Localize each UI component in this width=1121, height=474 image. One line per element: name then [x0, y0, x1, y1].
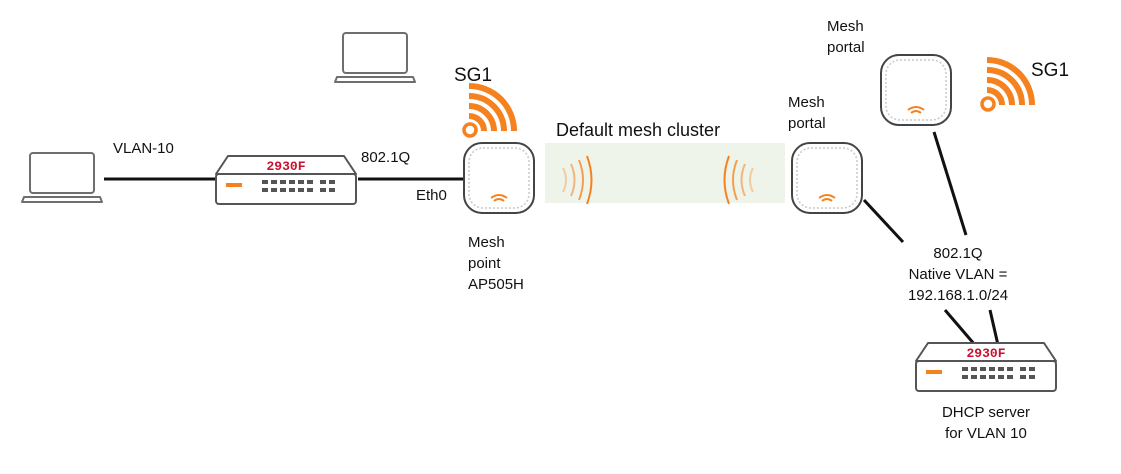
label-mesh-point-2: point: [468, 255, 501, 272]
label-dhcp-2: for VLAN 10: [945, 425, 1027, 442]
line-native-left: [943, 309, 977, 346]
wifi-icon-left: [464, 86, 514, 136]
switch-right: 2930F: [915, 342, 1057, 392]
switch-right-model: 2930F: [966, 346, 1005, 361]
label-8021q-left: 802.1Q: [361, 149, 410, 166]
access-point-icon-mesh-point: [463, 142, 535, 214]
label-portal-mid-2: portal: [788, 115, 826, 132]
switch-left-model: 2930F: [266, 159, 305, 174]
label-sg1-left: SG1: [454, 65, 492, 86]
line-native-right: [988, 309, 1000, 346]
label-portal-mid-1: Mesh: [788, 94, 825, 111]
label-portal-top-1: Mesh: [827, 18, 864, 35]
line-portal-mid-to-switch: [862, 198, 905, 244]
laptop-icon-top: [334, 32, 416, 83]
line-portal-top-to-switch: [932, 131, 968, 236]
label-subnet: 192.168.1.0/24: [908, 287, 1008, 304]
label-sg1-right: SG1: [1031, 60, 1069, 81]
wifi-icon-right: [982, 60, 1032, 110]
mesh-signal-left-icon: [723, 155, 754, 205]
label-8021q-right: 802.1Q: [933, 245, 982, 262]
label-eth0: Eth0: [416, 187, 447, 204]
mesh-signal-right-icon: [562, 155, 593, 205]
label-native-vlan: Native VLAN =: [909, 266, 1008, 283]
mesh-cluster-band: [545, 143, 785, 203]
label-mesh-point-1: Mesh: [468, 234, 505, 251]
switch-left: 2930F: [215, 155, 357, 205]
label-dhcp-1: DHCP server: [942, 404, 1030, 421]
connection-lines: [104, 131, 1000, 346]
label-cluster: Default mesh cluster: [556, 120, 720, 140]
access-point-icon-portal-mid: [791, 142, 863, 214]
label-vlan-10: VLAN-10: [113, 140, 174, 157]
label-portal-top-2: portal: [827, 39, 865, 56]
label-mesh-point-3: AP505H: [468, 276, 524, 293]
laptop-icon-left: [21, 152, 103, 203]
access-point-icon-portal-top: [880, 54, 952, 126]
